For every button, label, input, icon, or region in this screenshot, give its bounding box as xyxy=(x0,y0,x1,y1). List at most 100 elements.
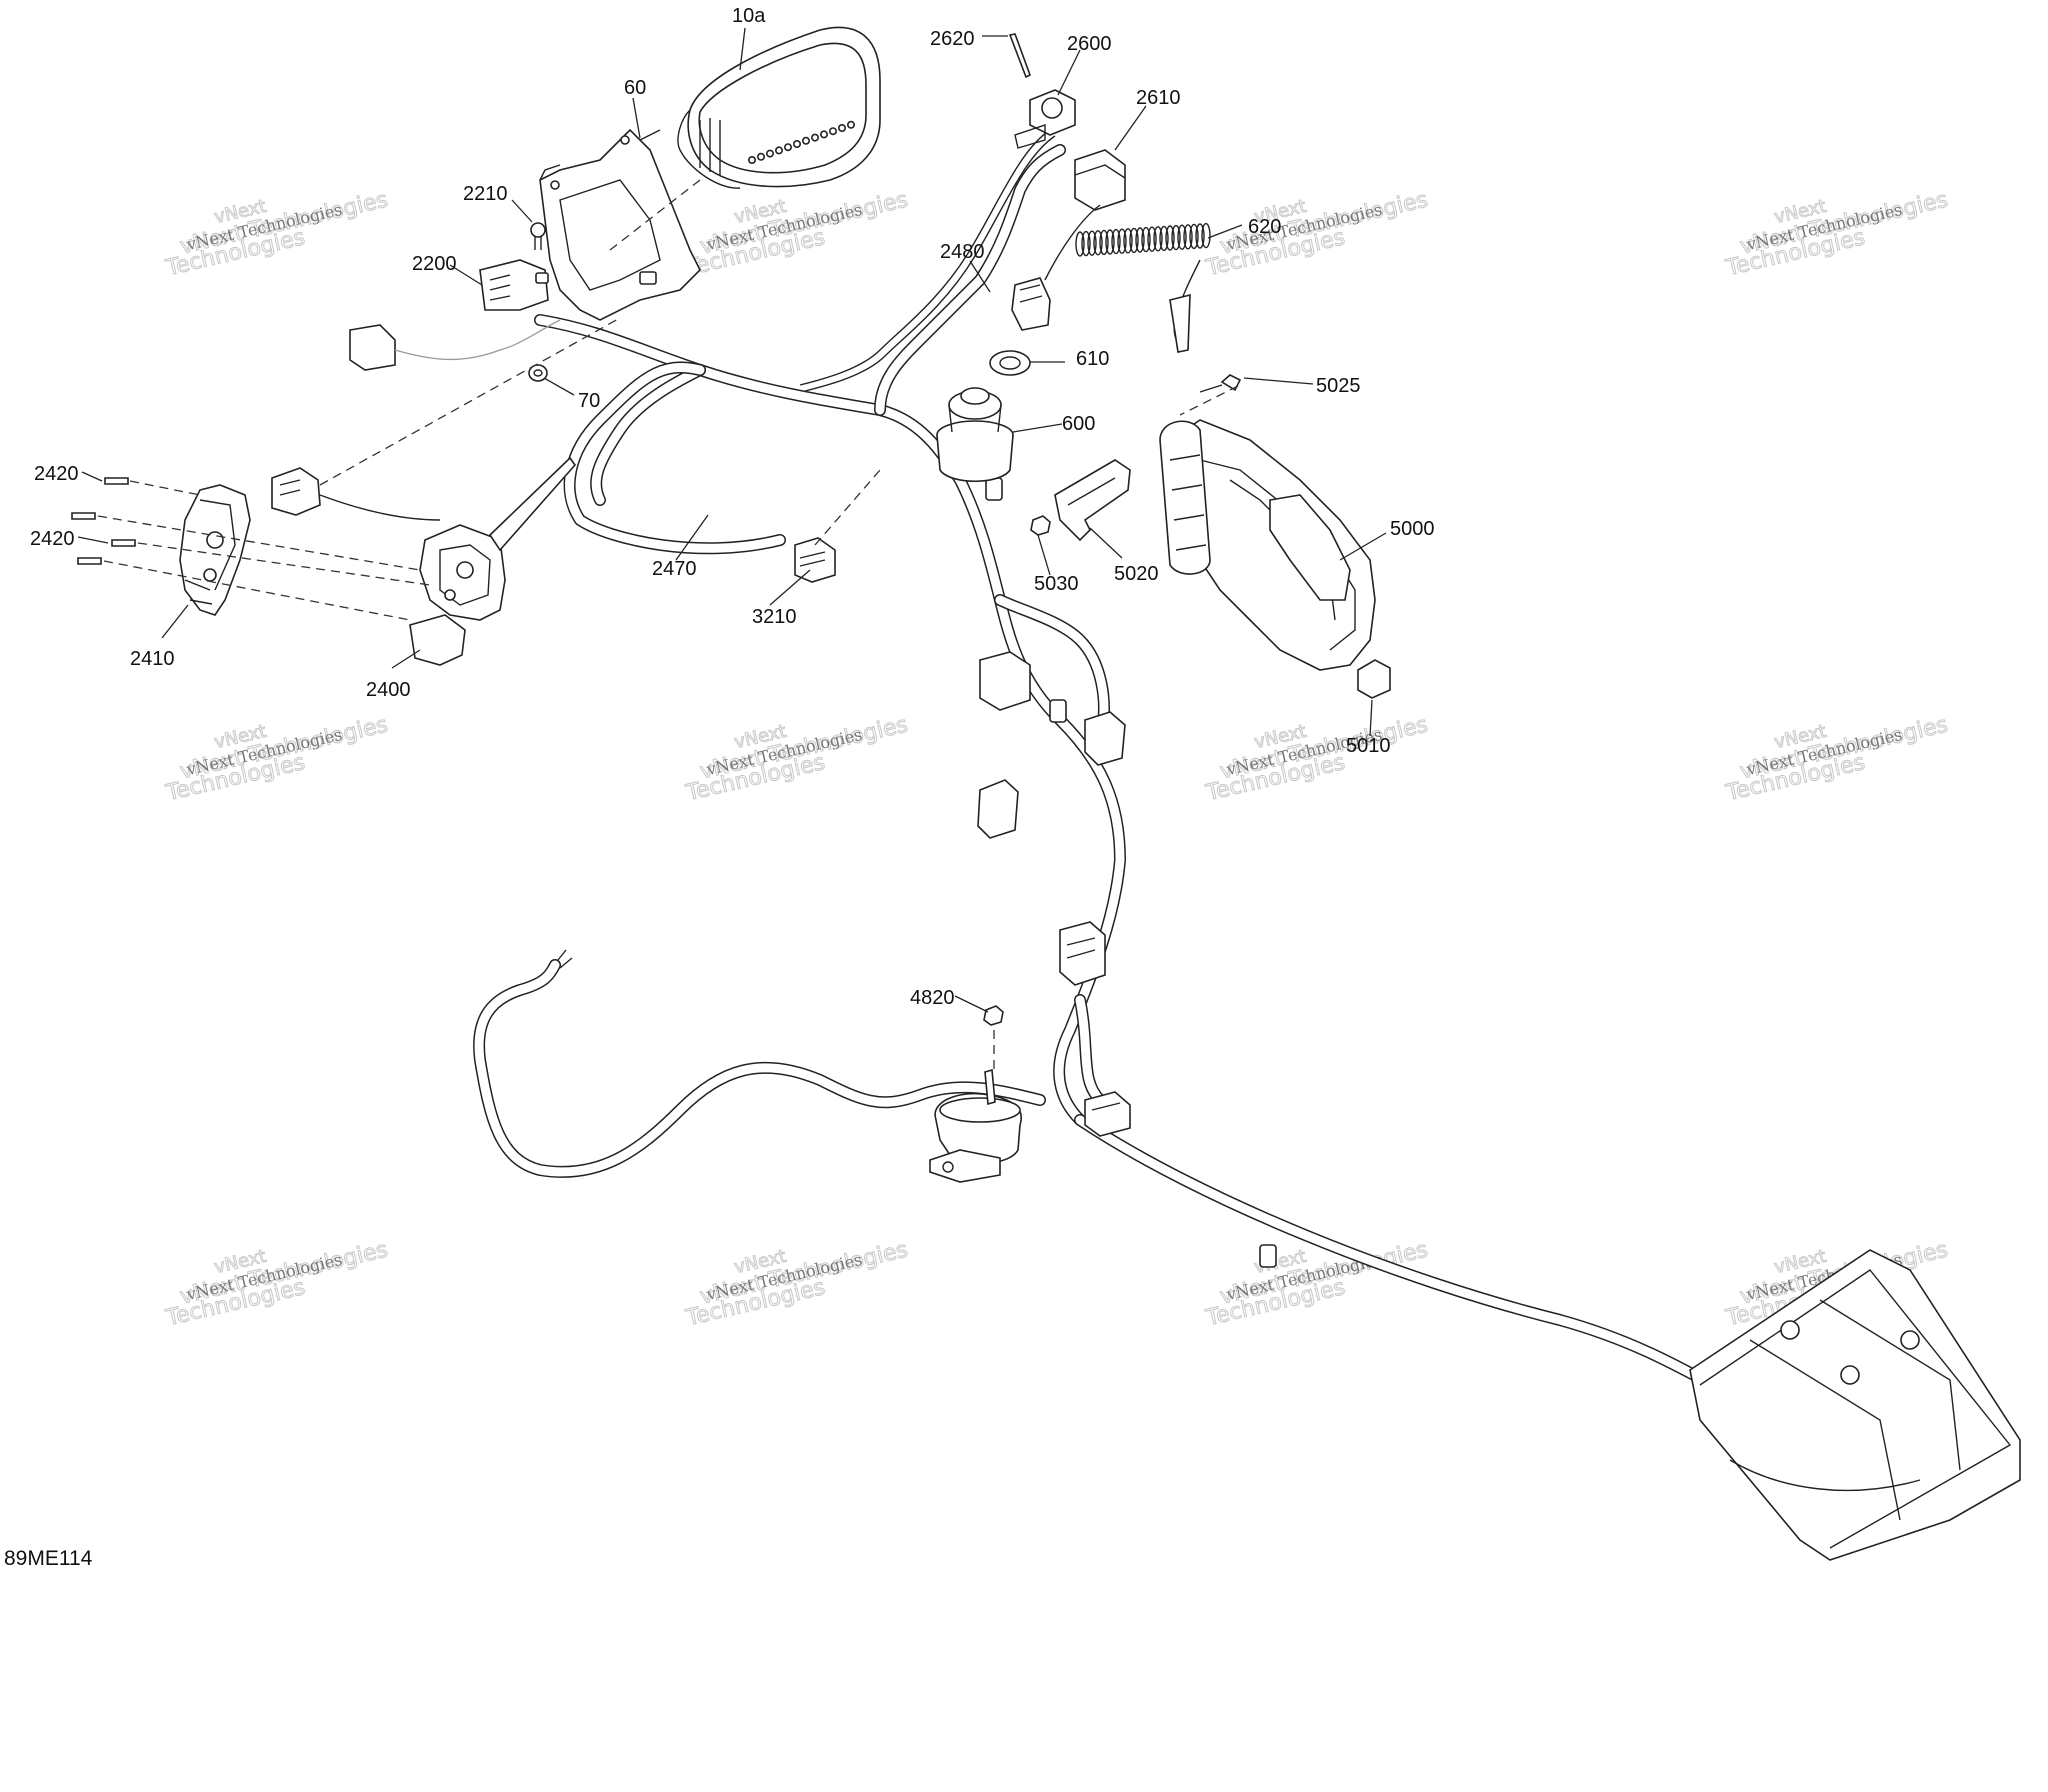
coil-loop xyxy=(1201,222,1211,249)
callout-60: 60 xyxy=(624,77,646,99)
callout-2420-lower: 2420 xyxy=(30,528,75,550)
screw-5025 xyxy=(1199,374,1242,393)
battery-box xyxy=(1689,1249,2021,1561)
switch-600 xyxy=(936,387,1014,483)
connector-2200 xyxy=(479,259,549,311)
indicator-dot xyxy=(828,127,837,136)
callout-2610: 2610 xyxy=(1136,87,1181,109)
connector-2610 xyxy=(1074,149,1126,211)
indicator-dot xyxy=(819,130,828,139)
coil-loop xyxy=(1105,229,1115,255)
nut-5030 xyxy=(1030,515,1051,536)
sensor-4820 xyxy=(929,1068,1022,1183)
callout-3210: 3210 xyxy=(752,606,797,628)
main-wiring-harness xyxy=(473,144,1766,1416)
module-5000 xyxy=(1159,419,1376,671)
callout-5000: 5000 xyxy=(1390,518,1435,540)
callout-2480: 2480 xyxy=(940,241,985,263)
indicator-dot xyxy=(774,146,783,155)
coil-loop xyxy=(1171,224,1181,251)
coil-loop xyxy=(1111,228,1121,255)
callout-610: 610 xyxy=(1076,348,1109,370)
switch-connector-upper xyxy=(271,467,441,521)
sensor-2600 xyxy=(1014,89,1076,149)
pin-2620 xyxy=(1008,33,1031,79)
grommet-70 xyxy=(528,364,548,382)
callout-5025: 5025 xyxy=(1316,375,1361,397)
coil-loop xyxy=(1075,231,1085,257)
assembly-lines xyxy=(97,179,1239,1070)
callout-10a: 10a xyxy=(732,5,766,27)
coil-loop xyxy=(1177,224,1187,250)
diagram-reference-code: 89ME114 xyxy=(4,1547,93,1570)
coil-loop xyxy=(1135,227,1145,253)
switch-housing-2400 xyxy=(409,456,577,666)
leader-lines xyxy=(77,27,1387,1013)
coil-loop xyxy=(1195,223,1205,249)
connector-3210 xyxy=(794,537,836,583)
coil-loop xyxy=(1081,230,1091,257)
coil-cord-tail xyxy=(1169,259,1201,353)
callout-2410: 2410 xyxy=(130,648,175,670)
callout-5010: 5010 xyxy=(1346,735,1391,757)
indicator-dot xyxy=(756,152,765,161)
bracket-5020 xyxy=(1054,459,1131,542)
connector-620-harness xyxy=(1011,204,1101,331)
ghost-connector xyxy=(349,319,561,371)
indicator-dot xyxy=(765,149,774,158)
indicator-dot xyxy=(810,133,819,142)
coil-loop xyxy=(1165,225,1175,251)
callouts: 10a 60 2210 2200 70 2620 2600 2610 620 2… xyxy=(30,5,1435,1009)
coil-loop xyxy=(1117,228,1127,254)
callout-2400: 2400 xyxy=(366,679,411,701)
display-indicator-dots xyxy=(747,120,855,165)
nut-610 xyxy=(989,350,1031,376)
coil-loop xyxy=(1093,230,1103,256)
callout-2470: 2470 xyxy=(652,558,697,580)
indicator-dot xyxy=(801,136,810,145)
callout-620: 620 xyxy=(1248,216,1281,238)
indicator-dot xyxy=(837,124,846,133)
display-10a xyxy=(677,26,881,189)
indicator-dot xyxy=(783,143,792,152)
callout-2600: 2600 xyxy=(1067,33,1112,55)
screw-2210 xyxy=(530,222,546,250)
callout-2620: 2620 xyxy=(930,28,975,50)
coil-cord-620 xyxy=(1075,222,1211,257)
indicator-dot xyxy=(846,120,855,129)
coil-loop xyxy=(1099,229,1109,256)
grommet-5010 xyxy=(1357,659,1391,699)
callout-600: 600 xyxy=(1062,413,1095,435)
coil-loop xyxy=(1087,230,1097,256)
callout-2200: 2200 xyxy=(412,253,457,275)
cable-2480 xyxy=(799,129,1051,386)
callout-2210: 2210 xyxy=(463,183,508,205)
nut-4820 xyxy=(983,1005,1004,1026)
coil-loop xyxy=(1129,227,1139,254)
callout-5030: 5030 xyxy=(1034,573,1079,595)
coil-loop xyxy=(1189,223,1199,250)
callout-4820: 4820 xyxy=(910,987,955,1009)
indicator-dot xyxy=(747,156,756,165)
harness-connectors-middle xyxy=(977,651,1131,1137)
coil-loop xyxy=(1123,228,1133,254)
screws-2420 xyxy=(71,477,136,565)
coil-loop xyxy=(1141,226,1151,253)
callout-2420-upper: 2420 xyxy=(34,463,79,485)
coil-loop xyxy=(1183,224,1193,250)
callout-5020: 5020 xyxy=(1114,563,1159,585)
coil-loop xyxy=(1147,226,1157,252)
callout-70: 70 xyxy=(578,390,600,412)
coil-loop xyxy=(1159,225,1169,252)
